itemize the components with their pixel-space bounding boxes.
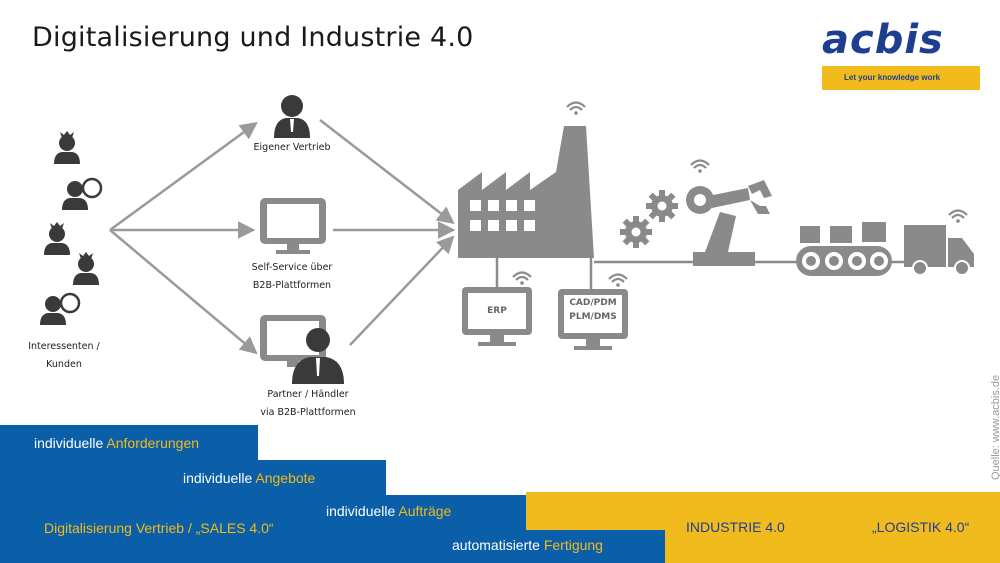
band-automated-production: automatisierte Fertigung	[0, 530, 665, 563]
band-individual-requirements: individuelle Anforderungen	[0, 425, 258, 460]
customer-chat-icon	[40, 292, 81, 325]
logistics-4-label: „LOGISTIK 4.0“	[872, 519, 970, 535]
self-service-label: Self-Service über B2B-Plattformen	[226, 259, 358, 295]
monitor-icon	[260, 198, 326, 254]
logo-text: acbis	[822, 17, 944, 63]
band-text: automatisierte	[452, 537, 544, 553]
self-service-label-line1: Self-Service über	[251, 262, 333, 273]
band-text-highlight: Anforderungen	[106, 435, 200, 451]
band-individual-offers: individuelle Angebote	[0, 460, 386, 495]
customer-icon	[44, 222, 70, 255]
self-service-label-line2: B2B-Plattformen	[252, 280, 332, 291]
sales-4-label: Digitalisierung Vertrieb / „SALES 4.0“	[44, 520, 274, 536]
gear-icon	[620, 216, 652, 248]
erp-monitor-icon	[462, 271, 533, 346]
customers-label-line2: Kunden	[46, 359, 82, 370]
partner-label-line2: via B2B-Plattformen	[260, 407, 356, 418]
band-text-highlight: Angebote	[255, 470, 316, 486]
cad-monitor-icon	[558, 273, 629, 350]
partner-icon	[260, 315, 344, 384]
band-individual-orders: individuelle Aufträge	[0, 495, 526, 530]
slide-title: Digitalisierung und Industrie 4.0	[32, 22, 474, 53]
truck-icon	[904, 209, 974, 276]
gear-icon	[646, 190, 678, 222]
partner-label-line1: Partner / Händler	[267, 389, 349, 400]
customer-icon	[73, 252, 99, 285]
source-note: Quelle: www.acbis.de	[990, 374, 1000, 480]
band-text: individuelle	[326, 503, 399, 519]
customer-icon	[54, 131, 80, 164]
sales-rep-icon	[274, 95, 310, 138]
industry-4-label: INDUSTRIE 4.0	[686, 519, 785, 535]
own-sales-label: Eigener Vertrieb	[253, 142, 331, 153]
erp-label: ERP	[487, 306, 507, 316]
band-text-highlight: Aufträge	[398, 503, 452, 519]
band-text: individuelle	[34, 435, 107, 451]
factory-icon	[458, 101, 594, 258]
band-text: individuelle	[183, 470, 256, 486]
partner-label: Partner / Händler via B2B-Plattformen	[240, 386, 376, 422]
customer-chat-icon	[62, 177, 103, 210]
flow-arrows	[109, 119, 456, 355]
cad-label-line2: PLM/DMS	[569, 312, 617, 322]
tagline: Let your knowledge work	[822, 66, 980, 90]
customers-label: Interessenten / Kunden	[14, 338, 114, 374]
robot-arm-icon	[686, 159, 772, 266]
cad-label: CAD/PDM PLM/DMS	[564, 296, 622, 324]
customers-label-line1: Interessenten /	[28, 341, 100, 352]
band-text-highlight: Fertigung	[543, 537, 603, 553]
acbis-logo: acbis	[822, 16, 982, 64]
conveyor-icon	[796, 222, 892, 276]
cad-label-line1: CAD/PDM	[569, 298, 617, 308]
